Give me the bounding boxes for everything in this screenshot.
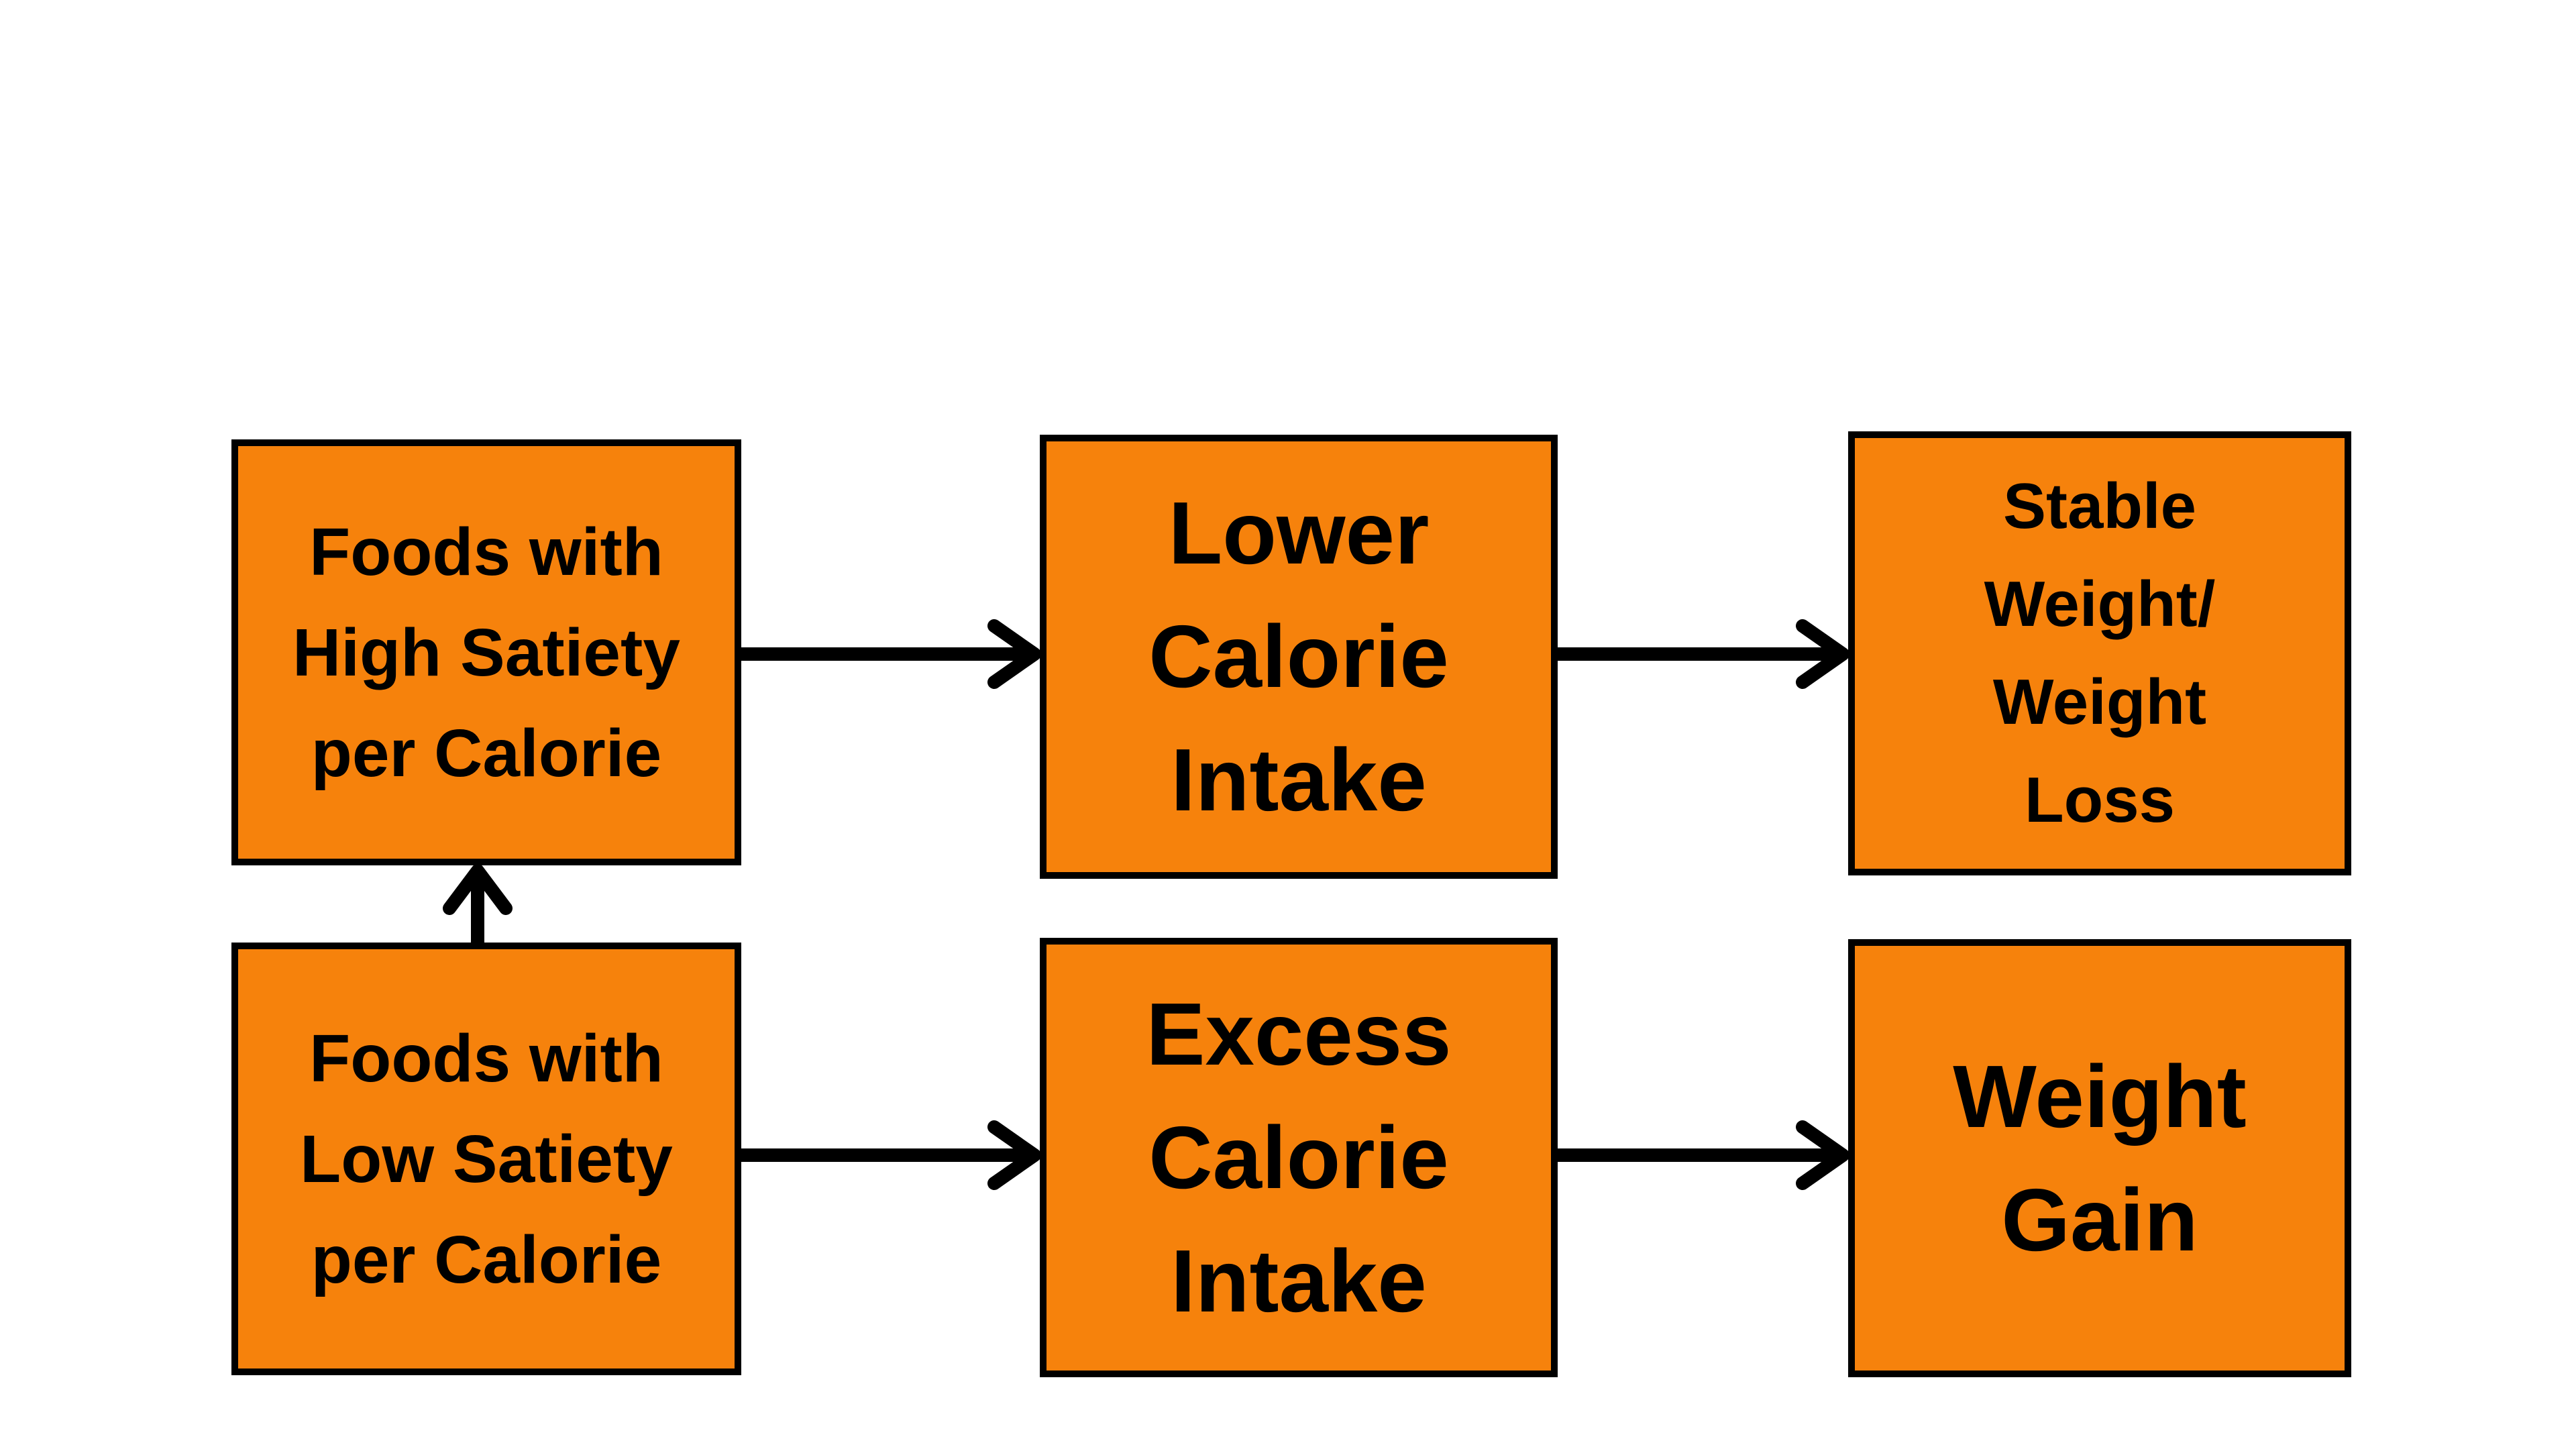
box-text-line: Weight/ — [1984, 568, 2216, 640]
box-text-line: Weight — [1953, 1046, 2247, 1146]
arrow-low-satiety-to-high-satiety — [443, 864, 513, 949]
box-text-line: per Calorie — [311, 715, 662, 791]
arrow-lower-intake-to-stable-weight — [1551, 619, 1849, 689]
box-text-line: Calorie — [1148, 607, 1449, 706]
box-text-line: Foods with — [309, 1020, 663, 1096]
box-text-line: Stable — [2002, 470, 2197, 542]
box-foods-low-satiety: Foods with Low Satiety per Calorie — [231, 943, 741, 1375]
box-text-line: per Calorie — [311, 1222, 662, 1297]
box-text-line: Foods with — [309, 514, 663, 590]
arrow-low-satiety-to-excess-intake — [735, 1120, 1041, 1190]
box-weight-gain: Weight Gain — [1848, 939, 2351, 1377]
box-text-line: Intake — [1171, 1231, 1427, 1330]
box-excess-calorie-intake: Excess Calorie Intake — [1040, 938, 1558, 1377]
box-text-line: Gain — [2001, 1170, 2198, 1269]
box-text-line: Intake — [1171, 731, 1427, 829]
arrow-excess-intake-to-weight-gain — [1551, 1120, 1849, 1190]
box-text-line: Low Satiety — [300, 1121, 673, 1197]
box-text-line: High Satiety — [292, 614, 680, 690]
box-text-line: Weight — [1992, 666, 2207, 738]
box-text-line: Excess — [1146, 984, 1452, 1083]
box-foods-high-satiety: Foods with High Satiety per Calorie — [231, 439, 741, 865]
box-text-line: Calorie — [1148, 1108, 1449, 1207]
box-text-line: Loss — [2024, 764, 2176, 836]
box-text-line: Lower — [1168, 484, 1430, 582]
box-stable-weight: Stable Weight/ Weight Loss — [1848, 431, 2351, 875]
box-lower-calorie-intake: Lower Calorie Intake — [1040, 435, 1558, 879]
arrow-high-satiety-to-lower-intake — [735, 619, 1041, 689]
